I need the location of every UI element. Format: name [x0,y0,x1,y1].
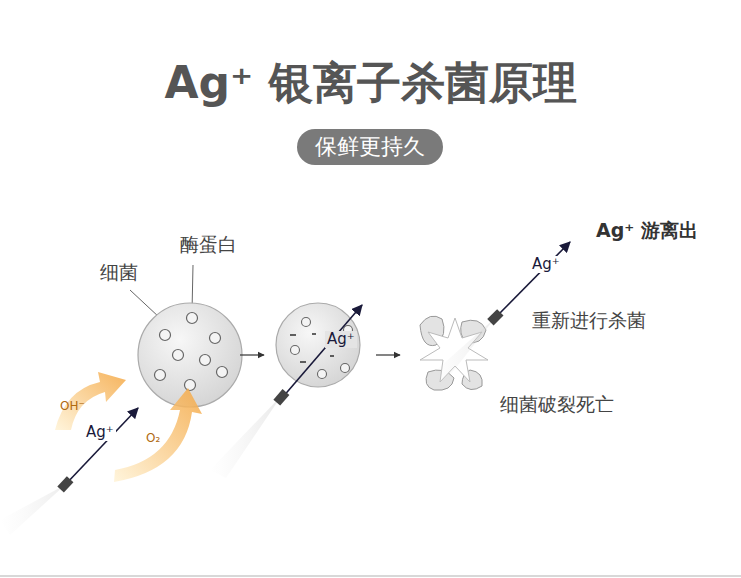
ion-symbol: Ag⁺ [325,331,357,348]
diagram-title: Ag⁺ 银离子杀菌原理 [164,58,576,109]
ion-symbol: OH⁻ [60,400,85,414]
bacterium-cell [138,303,242,407]
ion-symbol: Ag⁺ [530,256,562,273]
silver-ion-arrow [282,305,362,398]
step-arrow [240,354,264,355]
light-beam [425,318,495,388]
ion-symbol: Ag⁺ [84,424,116,441]
ion-tail [57,476,73,492]
ion-tail [273,389,289,405]
callout-label: Ag⁺ 游离出 [596,220,698,242]
light-beam [0,485,65,535]
silver-ion-arrow [495,242,570,318]
ion-tail [487,309,503,325]
oxygen-arrow [114,388,202,482]
hydroxide-arrow [55,372,126,430]
callout-label: 细菌破裂死亡 [500,394,614,416]
silver-ion-arrow [65,408,138,485]
ion-symbol: O₂ [146,432,160,446]
subtitle-pill: 保鲜更持久 [297,129,443,165]
bacterium-cell [276,303,360,387]
callout-label: 酶蛋白 [180,234,237,256]
bottom-rule [0,575,741,577]
pill-text: 保鲜更持久 [315,134,425,160]
light-beam [210,395,282,478]
step-arrow [376,354,400,355]
callout-label: 重新进行杀菌 [532,310,646,332]
callout-label: 细菌 [100,262,138,284]
enzyme-dots [155,313,228,391]
leader-line [130,290,160,318]
